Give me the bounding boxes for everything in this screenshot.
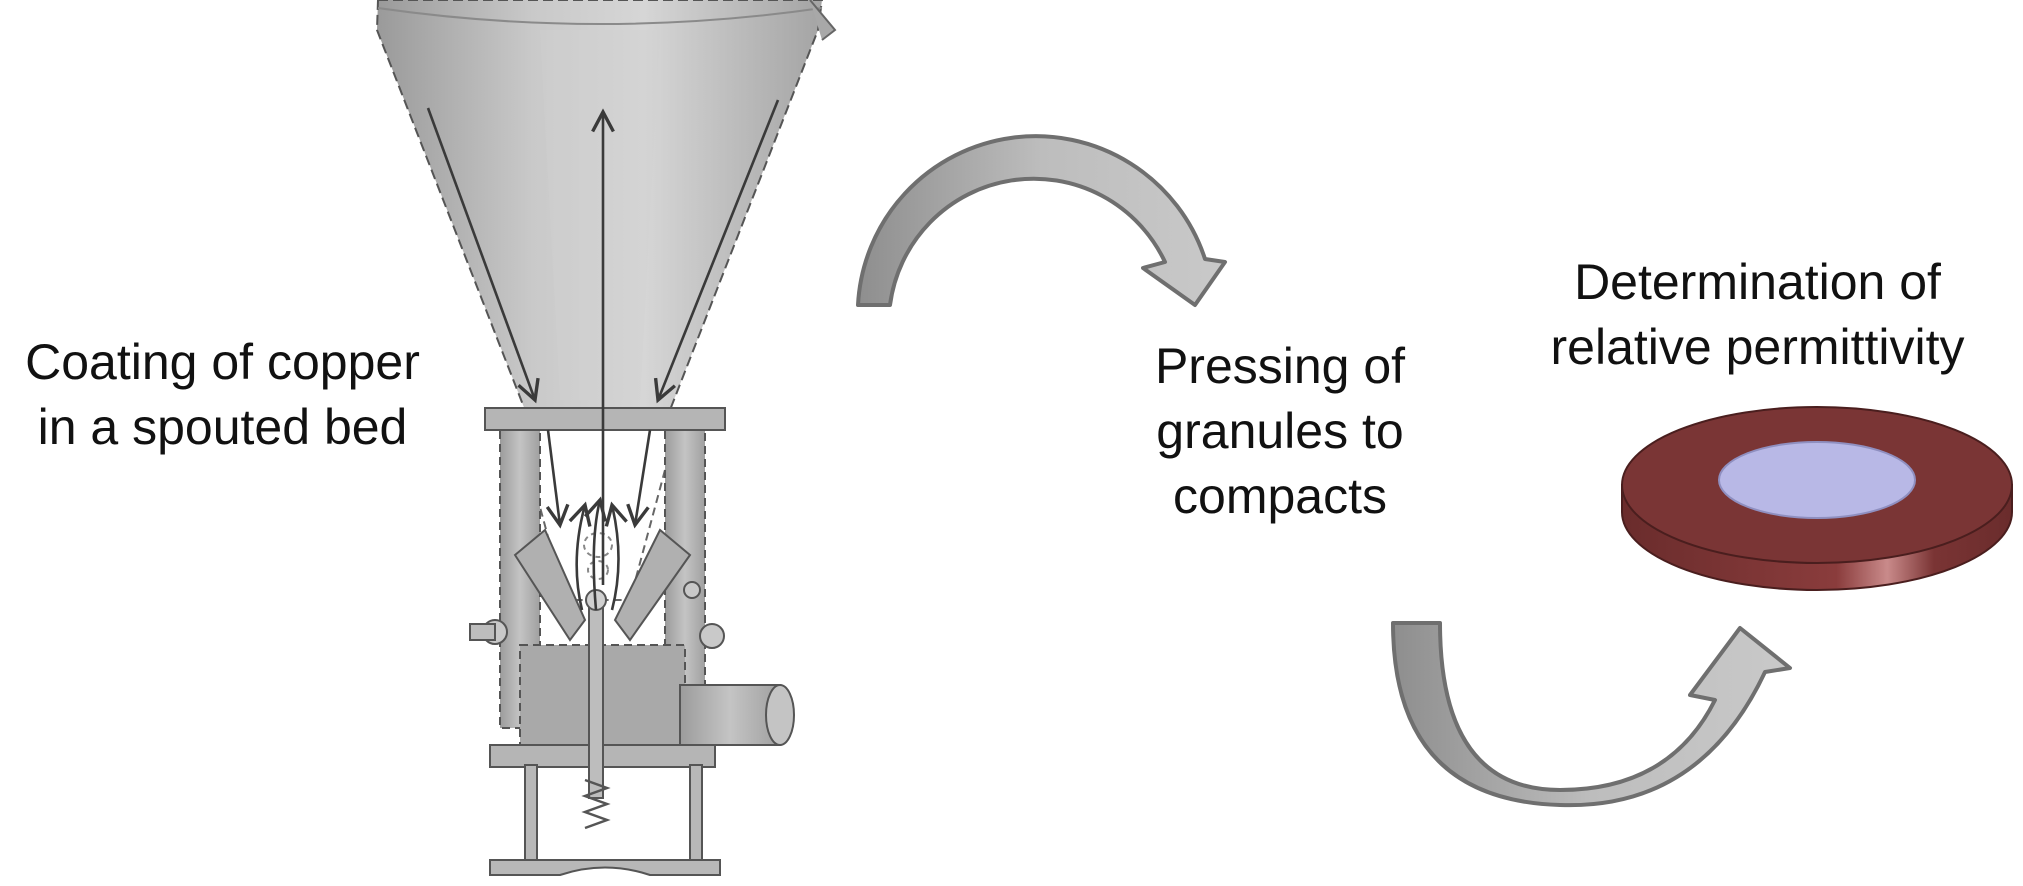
downflow-arrow-left [426,107,540,404]
spout-arrow-2 [568,501,592,611]
spout-arrow-4 [626,429,652,529]
step-label-line: compacts [1173,468,1387,524]
step-label-line: Coating of copper [25,334,420,390]
spout-arrow-3 [604,501,628,611]
spouted-bed-apparatus-icon [375,0,837,876]
downflow-arrow-right [653,99,780,404]
curved-process-arrow-icon [856,134,1227,307]
step-label-line: Determination of [1574,254,1941,310]
step-label-line: granules to [1156,403,1404,459]
step-label-pressing: Pressing of granules to compacts [1100,334,1460,529]
step-label-line: in a spouted bed [37,399,408,455]
step-label-permittivity: Determination of relative permittivity [1525,250,1990,380]
particle-flow-arrows [426,99,780,611]
step-label-coating: Coating of copper in a spouted bed [0,330,445,460]
spout-arrow-1 [545,429,570,529]
dielectric-disc-sample-icon [1621,406,2013,591]
curved-process-arrow-icon [1391,621,1792,808]
step-label-line: Pressing of [1154,338,1406,394]
step-label-line: relative permittivity [1550,319,1965,375]
spout-arrow-5 [583,496,608,611]
